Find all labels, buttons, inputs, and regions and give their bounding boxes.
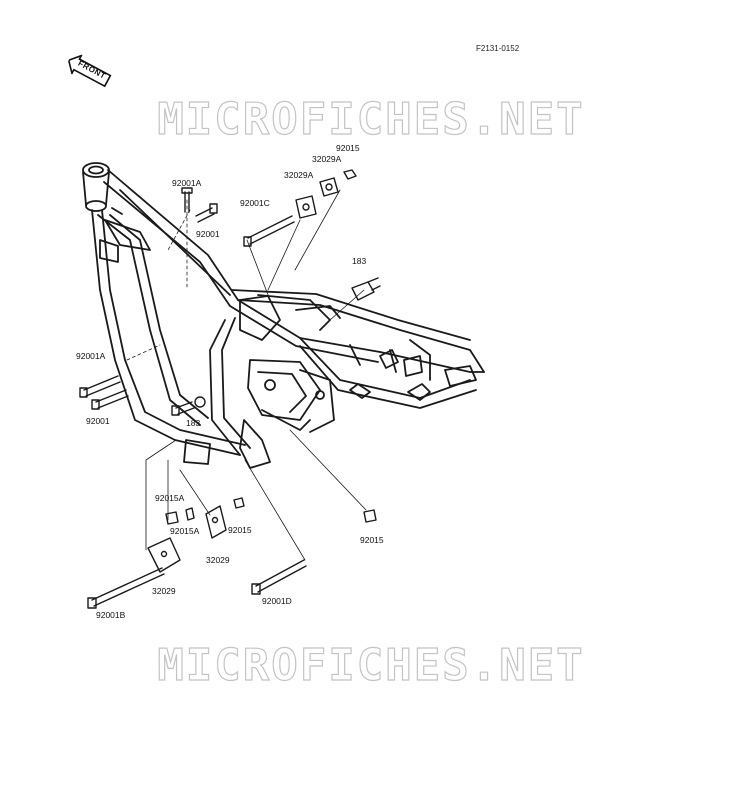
label-92001: 92001 bbox=[86, 416, 110, 426]
label-183: 183 bbox=[352, 256, 366, 266]
label-92015: 92015 bbox=[228, 525, 252, 535]
label-92015a: 92015A bbox=[170, 526, 200, 536]
down-tubes bbox=[91, 209, 251, 456]
steering-head bbox=[82, 162, 110, 212]
head-gussets bbox=[99, 207, 151, 263]
leader-lines bbox=[126, 189, 367, 561]
label-92001b: 92001B bbox=[96, 610, 126, 620]
rear-rails bbox=[231, 289, 485, 409]
label-32029a: 32029A bbox=[312, 154, 342, 164]
front-arrow-icon: FRONT bbox=[64, 50, 115, 91]
rear-brackets bbox=[349, 349, 477, 401]
label-92001: 92001 bbox=[196, 229, 220, 239]
label-32029: 32029 bbox=[206, 555, 230, 565]
bolts bbox=[79, 169, 381, 609]
label-32029a: 32029A bbox=[284, 170, 314, 180]
label-183: 183 bbox=[186, 418, 200, 428]
label-92001a: 92001A bbox=[76, 351, 106, 361]
figure-code: F2131-0152 bbox=[476, 44, 520, 53]
label-92001a: 92001A bbox=[172, 178, 202, 188]
watermark-top: MICROFICHES.NET bbox=[157, 93, 585, 145]
label-92015a: 92015A bbox=[155, 493, 185, 503]
label-32029: 32029 bbox=[152, 586, 176, 596]
label-92015: 92015 bbox=[360, 535, 384, 545]
label-92015: 92015 bbox=[336, 143, 360, 153]
label-92001d: 92001D bbox=[262, 596, 292, 606]
label-92001c: 92001C bbox=[240, 198, 270, 208]
watermark-bottom: MICROFICHES.NET bbox=[157, 639, 585, 691]
center-section bbox=[183, 295, 335, 469]
part-labels: 92015 32029A 32029A 92001A 92001C 92001 … bbox=[76, 143, 384, 620]
